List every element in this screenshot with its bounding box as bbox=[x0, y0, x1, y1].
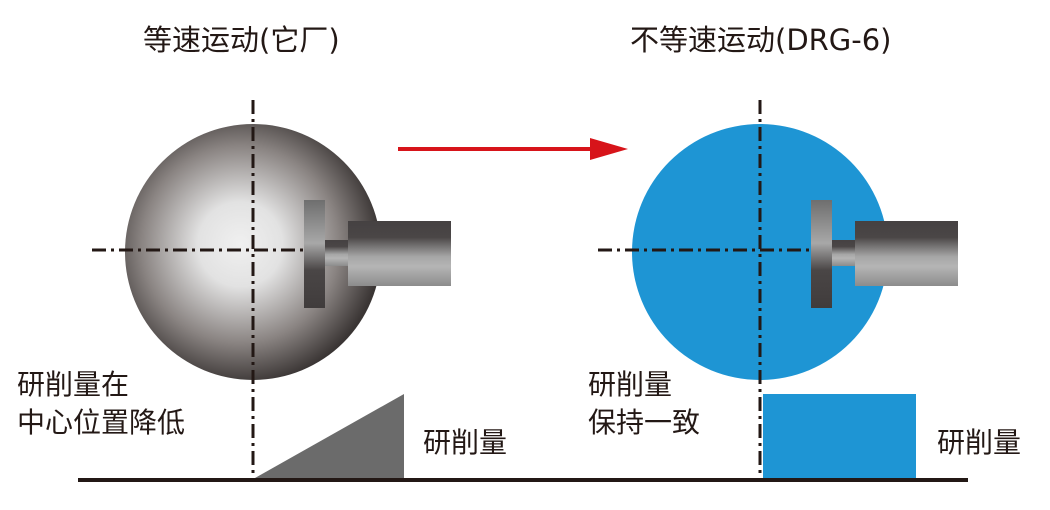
arrow bbox=[398, 138, 628, 160]
left-title: 等速运动(它厂) bbox=[143, 23, 340, 57]
right-amount-label: 研削量 bbox=[937, 426, 1022, 459]
right-spindle bbox=[832, 240, 856, 266]
left-note-line1: 研削量在 bbox=[17, 368, 130, 401]
right-motor bbox=[855, 221, 958, 286]
left-motor bbox=[348, 221, 451, 286]
right-grinding-wheel bbox=[811, 200, 832, 308]
right-title: 不等速运动(DRG-6) bbox=[630, 23, 892, 57]
right-note: 研削量 保持一致 bbox=[588, 366, 700, 442]
right-amount-block bbox=[763, 394, 916, 478]
right-workpiece bbox=[598, 100, 958, 478]
left-amount-label: 研削量 bbox=[423, 426, 508, 459]
right-note-line1: 研削量 bbox=[588, 368, 673, 401]
right-sphere bbox=[632, 124, 888, 380]
arrow-head-icon bbox=[590, 138, 628, 160]
left-sphere bbox=[125, 124, 381, 380]
left-note: 研削量在 中心位置降低 bbox=[17, 366, 185, 442]
left-spindle bbox=[325, 240, 349, 266]
right-note-line2: 保持一致 bbox=[588, 406, 701, 439]
left-grinding-wheel bbox=[304, 200, 325, 308]
left-workpiece bbox=[92, 100, 451, 478]
left-note-line2: 中心位置降低 bbox=[17, 406, 186, 439]
left-amount-wedge bbox=[255, 394, 404, 478]
